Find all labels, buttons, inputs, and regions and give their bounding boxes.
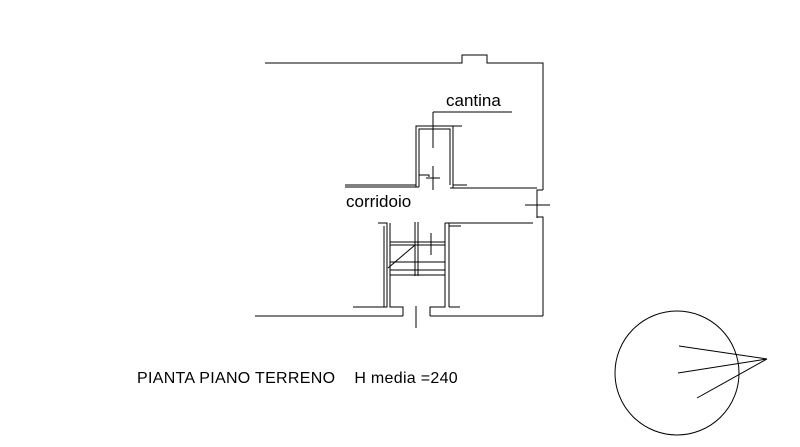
cantina-leader-line xyxy=(432,111,512,148)
door-markers xyxy=(415,166,550,328)
corridor-walls xyxy=(345,184,537,227)
room-label-corridoio: corridoio xyxy=(346,192,412,211)
north-arrow-circle xyxy=(614,310,740,436)
cantina-walls xyxy=(415,125,462,188)
north-arrow-symbol xyxy=(614,310,768,436)
plan-title: PIANTA PIANO TERRENO H media =240 xyxy=(137,370,458,387)
room-label-cantina: cantina xyxy=(446,91,501,110)
stair-walls xyxy=(353,222,460,316)
